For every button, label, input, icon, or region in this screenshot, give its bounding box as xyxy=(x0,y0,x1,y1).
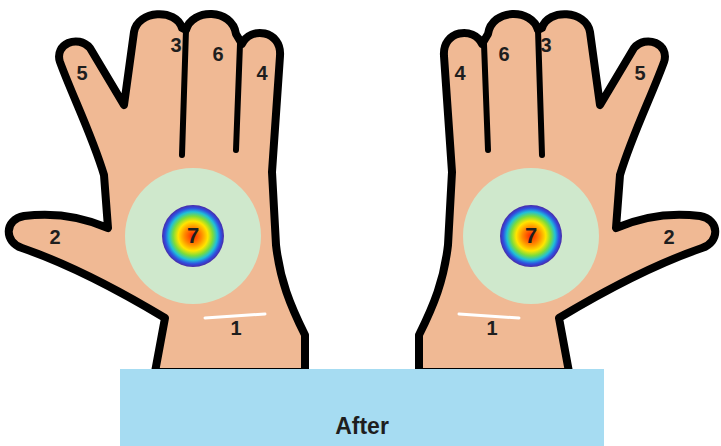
callout-number: 4 xyxy=(454,63,465,83)
target-circle: 7 xyxy=(161,204,225,268)
callout-number: 7 xyxy=(525,225,537,247)
callout-number: 3 xyxy=(540,35,551,55)
callout-number: 2 xyxy=(663,227,674,247)
callout-number: 7 xyxy=(187,225,199,247)
target-circle-fill xyxy=(162,205,224,267)
callout-number: 2 xyxy=(49,227,60,247)
caption-band: After xyxy=(120,369,604,446)
callout-number: 5 xyxy=(634,63,645,83)
target-circle: 7 xyxy=(499,204,563,268)
callout-number: 5 xyxy=(76,63,87,83)
callout-number: 6 xyxy=(498,44,509,64)
callout-number: 1 xyxy=(486,318,497,338)
caption-text: After xyxy=(335,414,389,438)
target-circle-fill xyxy=(500,205,562,267)
left-hand xyxy=(9,14,305,372)
right-hand xyxy=(419,14,715,372)
callout-number: 6 xyxy=(212,44,223,64)
callout-number: 4 xyxy=(256,63,267,83)
callout-number: 3 xyxy=(170,35,181,55)
callout-number: 1 xyxy=(230,318,241,338)
